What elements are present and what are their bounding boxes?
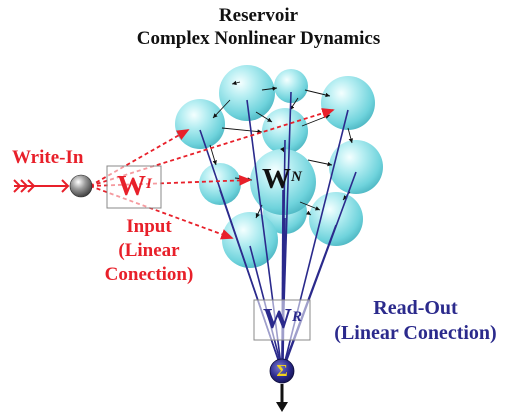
input-weight-label: WI: [117, 170, 152, 202]
summation-symbol: Σ: [276, 361, 288, 380]
readout-weight-box: [253, 299, 311, 341]
readout-weight-main: W: [263, 303, 292, 335]
reservoir-node: [199, 163, 241, 205]
reservoir-node: [321, 76, 375, 130]
title-line-2: Complex Nonlinear Dynamics: [136, 28, 381, 49]
reservoir-node: [219, 65, 275, 121]
input-label-line-3: Conection): [104, 264, 194, 285]
feather-arrow-icon: [13, 179, 70, 193]
sphere-node-icon: [69, 174, 93, 198]
readout-label-line-1: Read-Out: [373, 297, 458, 319]
summation-node-icon: [269, 358, 295, 384]
reservoir-nodes: [175, 65, 383, 268]
recurrent-connections: [209, 80, 354, 219]
reservoir-node: [329, 140, 383, 194]
reservoir-weight-sup: N: [291, 169, 302, 185]
title-line-1: Reservoir: [218, 5, 299, 26]
reservoir-node: [274, 69, 308, 103]
input-weight-main: W: [117, 170, 146, 202]
reservoir-node: [309, 192, 363, 246]
readout-label: Read-Out (Linear Conection): [318, 296, 513, 346]
write-in-label: Write-In: [12, 147, 84, 168]
readout-label-line-2: (Linear Conection): [334, 322, 497, 344]
input-weight-sup: I: [146, 176, 152, 192]
input-label: Input (Linear Conection): [96, 215, 202, 287]
reservoir-node: [262, 108, 308, 154]
reservoir-node: [250, 149, 316, 215]
reservoir-weight-label: WN: [262, 163, 302, 195]
input-weight-box: [106, 165, 162, 209]
down-arrow-icon: [276, 384, 288, 412]
reservoir-node: [222, 212, 278, 268]
input-label-line-2: (Linear: [118, 240, 180, 261]
reservoir-node: [175, 99, 225, 149]
input-label-line-1: Input: [126, 216, 172, 237]
diagram-title: Reservoir Complex Nonlinear Dynamics: [0, 4, 517, 50]
readout-weight-label: WR: [263, 303, 302, 335]
reservoir-weight-main: W: [262, 163, 291, 195]
readout-weight-sup: R: [292, 309, 303, 325]
